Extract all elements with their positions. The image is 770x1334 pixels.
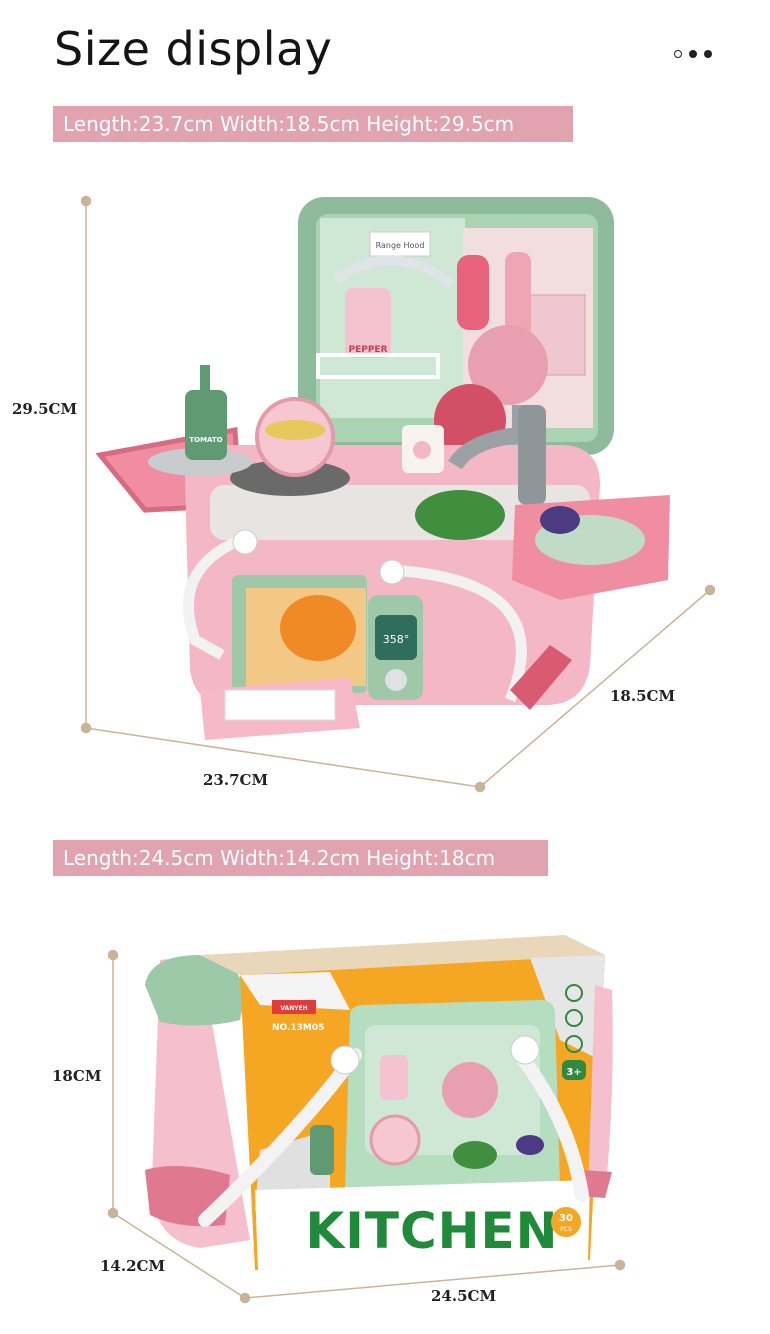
product-width-line — [479, 589, 711, 788]
page-title: Size display — [54, 22, 333, 76]
product-height-label: 29.5CM — [12, 400, 78, 418]
product-width-label: 18.5CM — [610, 687, 676, 705]
carousel-dot-1[interactable] — [674, 50, 682, 58]
svg-text:3+: 3+ — [566, 1067, 581, 1078]
package-width-line — [112, 1212, 246, 1299]
carousel-dot-3[interactable] — [704, 50, 712, 58]
svg-text:VANYEH: VANYEH — [280, 1005, 307, 1012]
package-height-label: 18CM — [52, 1067, 102, 1085]
toy-kitchen-image: Range Hood PEPPER TOMATO — [95, 197, 670, 740]
package-measure-lines — [107, 949, 626, 1304]
svg-text:358°: 358° — [383, 633, 410, 646]
product-size-banner: Length:23.7cm Width:18.5cm Height:29.5cm — [53, 106, 573, 142]
svg-text:KITCHEN: KITCHEN — [306, 1202, 559, 1260]
package-length-line — [244, 1264, 621, 1299]
carousel-dots[interactable] — [674, 50, 712, 58]
package-size-banner: Length:24.5cm Width:14.2cm Height:18cm — [53, 840, 548, 876]
product-length-line — [85, 727, 481, 788]
svg-text:PEPPER: PEPPER — [348, 345, 387, 355]
product-length-label: 23.7CM — [203, 771, 269, 789]
product-measure-lines — [80, 195, 716, 793]
package-length-label: 24.5CM — [431, 1287, 497, 1305]
package-box-image: VANYEH NO.13M05 3+ KITCHEN 30 PCS — [145, 935, 613, 1270]
svg-text:NO.13M05: NO.13M05 — [272, 1023, 324, 1033]
svg-text:TOMATO: TOMATO — [189, 436, 222, 444]
svg-text:30: 30 — [559, 1213, 573, 1224]
carousel-dot-2[interactable] — [689, 50, 697, 58]
svg-text:PCS: PCS — [560, 1226, 572, 1233]
package-width-label: 14.2CM — [100, 1257, 166, 1275]
svg-text:Range Hood: Range Hood — [376, 241, 425, 250]
